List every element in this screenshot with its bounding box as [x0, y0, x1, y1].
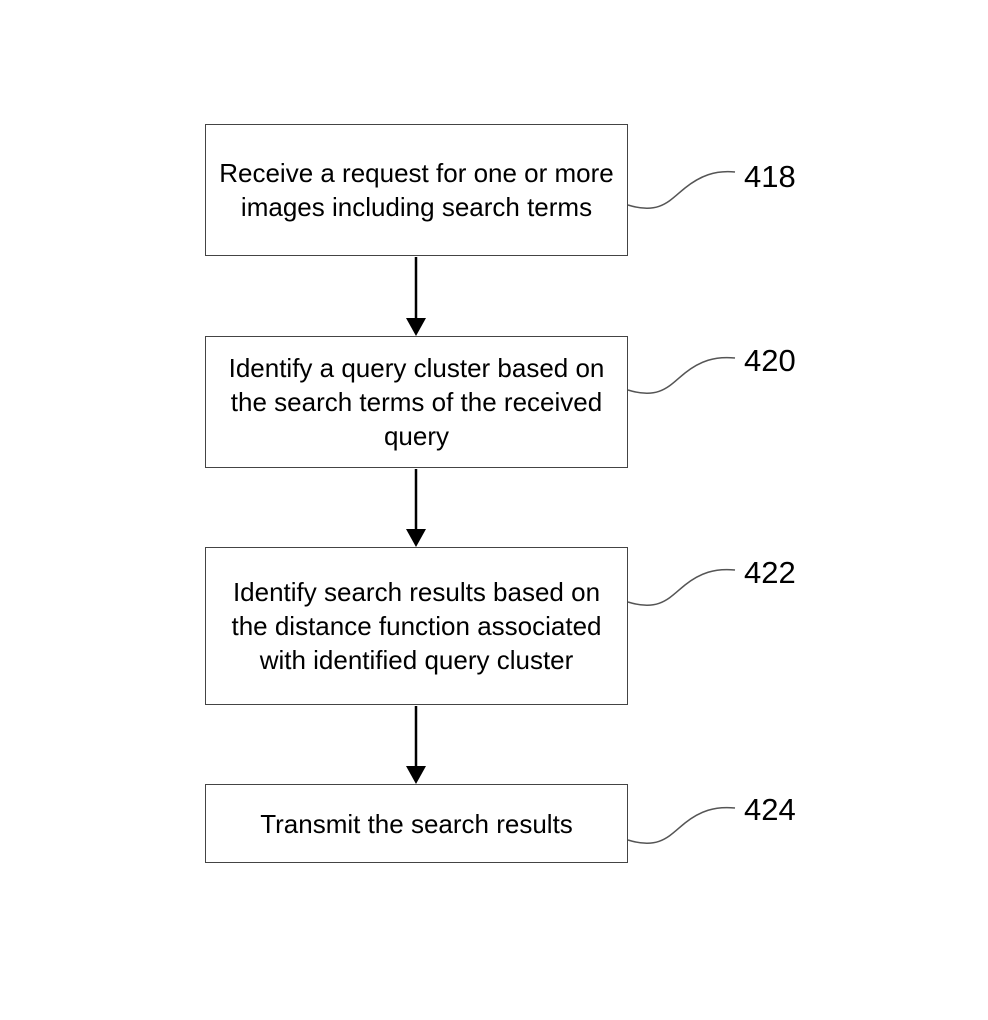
arrowhead-418-to-420: [406, 318, 426, 336]
step-box-identify-query-cluster: Identify a query cluster based on the se…: [205, 336, 628, 468]
reference-number-420: 420: [744, 343, 796, 378]
leader-422: [627, 568, 736, 607]
arrowhead-422-to-424: [406, 766, 426, 784]
arrowhead-420-to-422: [406, 529, 426, 547]
leader-418: [627, 170, 736, 210]
step-box-receive-request: Receive a request for one or more images…: [205, 124, 628, 256]
leader-424: [627, 806, 736, 845]
step-box-identify-search-results: Identify search results based on the dis…: [205, 547, 628, 705]
step-text-424: Transmit the search results: [260, 808, 573, 839]
reference-number-418: 418: [744, 159, 796, 194]
leader-420: [627, 356, 736, 395]
step-text-422: Identify search results based on the dis…: [231, 577, 602, 675]
reference-number-424: 424: [744, 792, 796, 827]
step-text-418: Receive a request for one or more images…: [219, 158, 614, 222]
step-text-420: Identify a query cluster based on the se…: [228, 353, 605, 451]
step-box-transmit-results: Transmit the search results: [205, 784, 628, 863]
reference-number-422: 422: [744, 555, 796, 590]
